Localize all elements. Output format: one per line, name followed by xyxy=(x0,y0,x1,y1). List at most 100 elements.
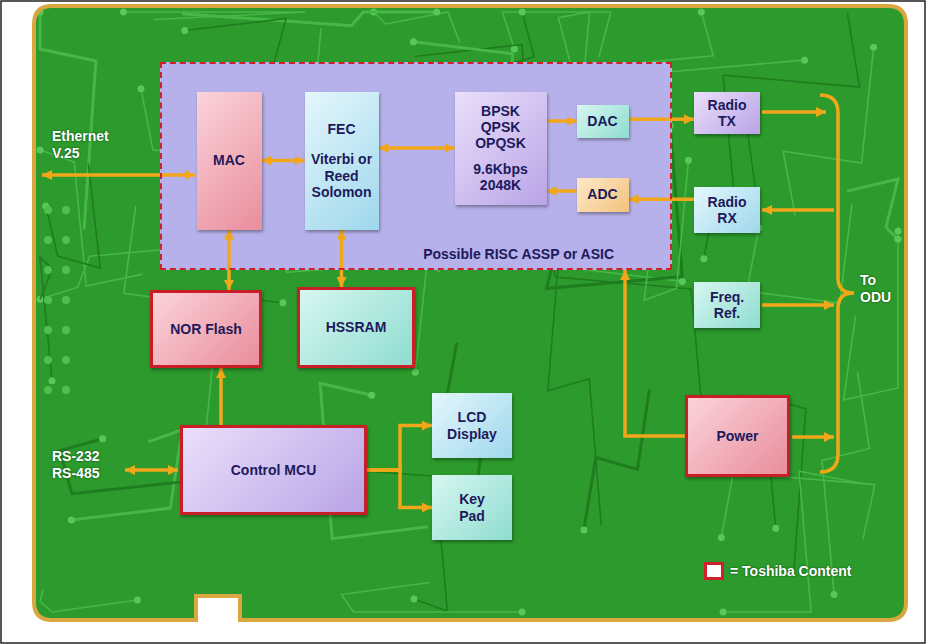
board-pad xyxy=(44,386,52,394)
board-pad xyxy=(62,296,70,304)
connector-arrow xyxy=(219,368,223,425)
keypad-block: Key Pad xyxy=(432,475,512,540)
board-trace xyxy=(847,179,898,239)
board-pad xyxy=(772,525,779,532)
asic-region: Possible RISC ASSP or ASIC MAC FEC Viterbi … xyxy=(160,62,672,270)
block-text: NOR Flash xyxy=(170,321,242,337)
fec-block: FEC Viterbi or Reed Solomon xyxy=(305,92,379,230)
board-trace xyxy=(341,583,522,612)
board-trace xyxy=(40,589,137,612)
board-traces xyxy=(37,9,902,616)
block-text: MAC xyxy=(213,152,245,168)
board-pad xyxy=(410,38,417,45)
board-trace xyxy=(40,257,52,381)
board-trace xyxy=(844,231,898,400)
block-text: DAC xyxy=(587,113,617,129)
board-pad xyxy=(679,278,686,285)
board-pad xyxy=(698,9,705,16)
block-text: Key Pad xyxy=(450,491,494,523)
board-pad xyxy=(433,9,440,16)
block-text: BPSK QPSK OPQSK xyxy=(468,103,534,151)
block-text: Radio TX xyxy=(702,97,752,129)
board-pad xyxy=(511,46,518,53)
block-text: Freq. Ref. xyxy=(702,289,752,321)
radio-rx-block: Radio RX xyxy=(694,187,760,233)
board-pad xyxy=(37,147,44,154)
freq-ref-block: Freq. Ref. xyxy=(694,282,760,328)
region-label: Possible RISC ASSP or ASIC xyxy=(423,246,614,262)
connector-arrow xyxy=(367,470,432,508)
ethernet-arrow xyxy=(42,173,195,177)
board-trace xyxy=(502,12,610,57)
board-trace xyxy=(46,163,101,268)
board-pad xyxy=(62,266,70,274)
block-text: FEC xyxy=(310,121,374,137)
board-pad xyxy=(62,206,70,214)
asic-region-fill xyxy=(160,62,672,270)
board-pad xyxy=(44,266,52,274)
ref-wire xyxy=(762,303,834,307)
board-pad xyxy=(44,296,52,304)
block-text: Power xyxy=(716,428,758,444)
board xyxy=(34,6,906,620)
board-pad xyxy=(62,356,70,364)
adc-block: ADC xyxy=(577,178,629,212)
board-pad xyxy=(410,595,417,602)
connector-arrow xyxy=(379,146,455,150)
sram-block: HSSRAM xyxy=(297,287,415,368)
board-pad xyxy=(831,591,838,598)
display-block: LCD Display xyxy=(432,393,512,458)
legend-swatch xyxy=(704,562,724,580)
block-text: LCD Display xyxy=(441,409,503,441)
serial-arrow xyxy=(125,468,178,472)
legend-text: = Toshiba Content xyxy=(730,563,851,580)
power-block: Power xyxy=(685,395,790,477)
board-pad xyxy=(519,609,526,616)
board-trace xyxy=(374,12,460,43)
board-pad xyxy=(685,157,692,164)
connector-arrow xyxy=(629,198,695,202)
block-text: Control MCU xyxy=(231,462,317,478)
board-trace xyxy=(123,12,305,20)
connector-arrow xyxy=(547,119,577,123)
mcu-block: Control MCU xyxy=(180,425,367,515)
board-pad xyxy=(368,392,375,399)
board-pad xyxy=(580,527,587,534)
board-trace xyxy=(182,12,437,26)
mac-block: MAC xyxy=(197,92,262,230)
board-trace xyxy=(584,389,650,530)
board-edge xyxy=(34,6,906,620)
board-trace xyxy=(747,204,852,303)
destination-label: To ODU xyxy=(860,272,904,306)
flash-block: NOR Flash xyxy=(150,290,262,368)
board-pad xyxy=(99,435,106,442)
block-text: Radio RX xyxy=(702,194,752,226)
block-text: 9.6Kbps 2048K xyxy=(468,161,534,193)
board-pad xyxy=(44,356,52,364)
board-pad xyxy=(895,227,902,234)
board-pad xyxy=(44,236,52,244)
connector-arrow xyxy=(629,118,695,122)
connector-arrow xyxy=(625,270,685,436)
board-pad xyxy=(412,369,419,376)
board-pad xyxy=(720,609,727,616)
rx-wire xyxy=(762,208,834,212)
board-pad xyxy=(137,85,144,92)
board-pad xyxy=(62,236,70,244)
block-text: Viterbi or Reed Solomon xyxy=(310,151,374,199)
block-text: ADC xyxy=(587,186,617,202)
board-pad xyxy=(519,9,526,16)
connector-arrow xyxy=(367,426,432,471)
connector-arrow xyxy=(262,159,305,163)
asic-region-fill xyxy=(160,62,672,270)
board-pad xyxy=(120,9,127,16)
port-label: Ethernet V.25 xyxy=(52,128,124,162)
board-pad xyxy=(62,326,70,334)
port-label: RS-232 RS-485 xyxy=(52,448,118,482)
board-trace xyxy=(723,471,861,612)
board-pad xyxy=(44,206,52,214)
odu-bracket xyxy=(820,95,854,472)
connector-arrow xyxy=(227,230,231,291)
